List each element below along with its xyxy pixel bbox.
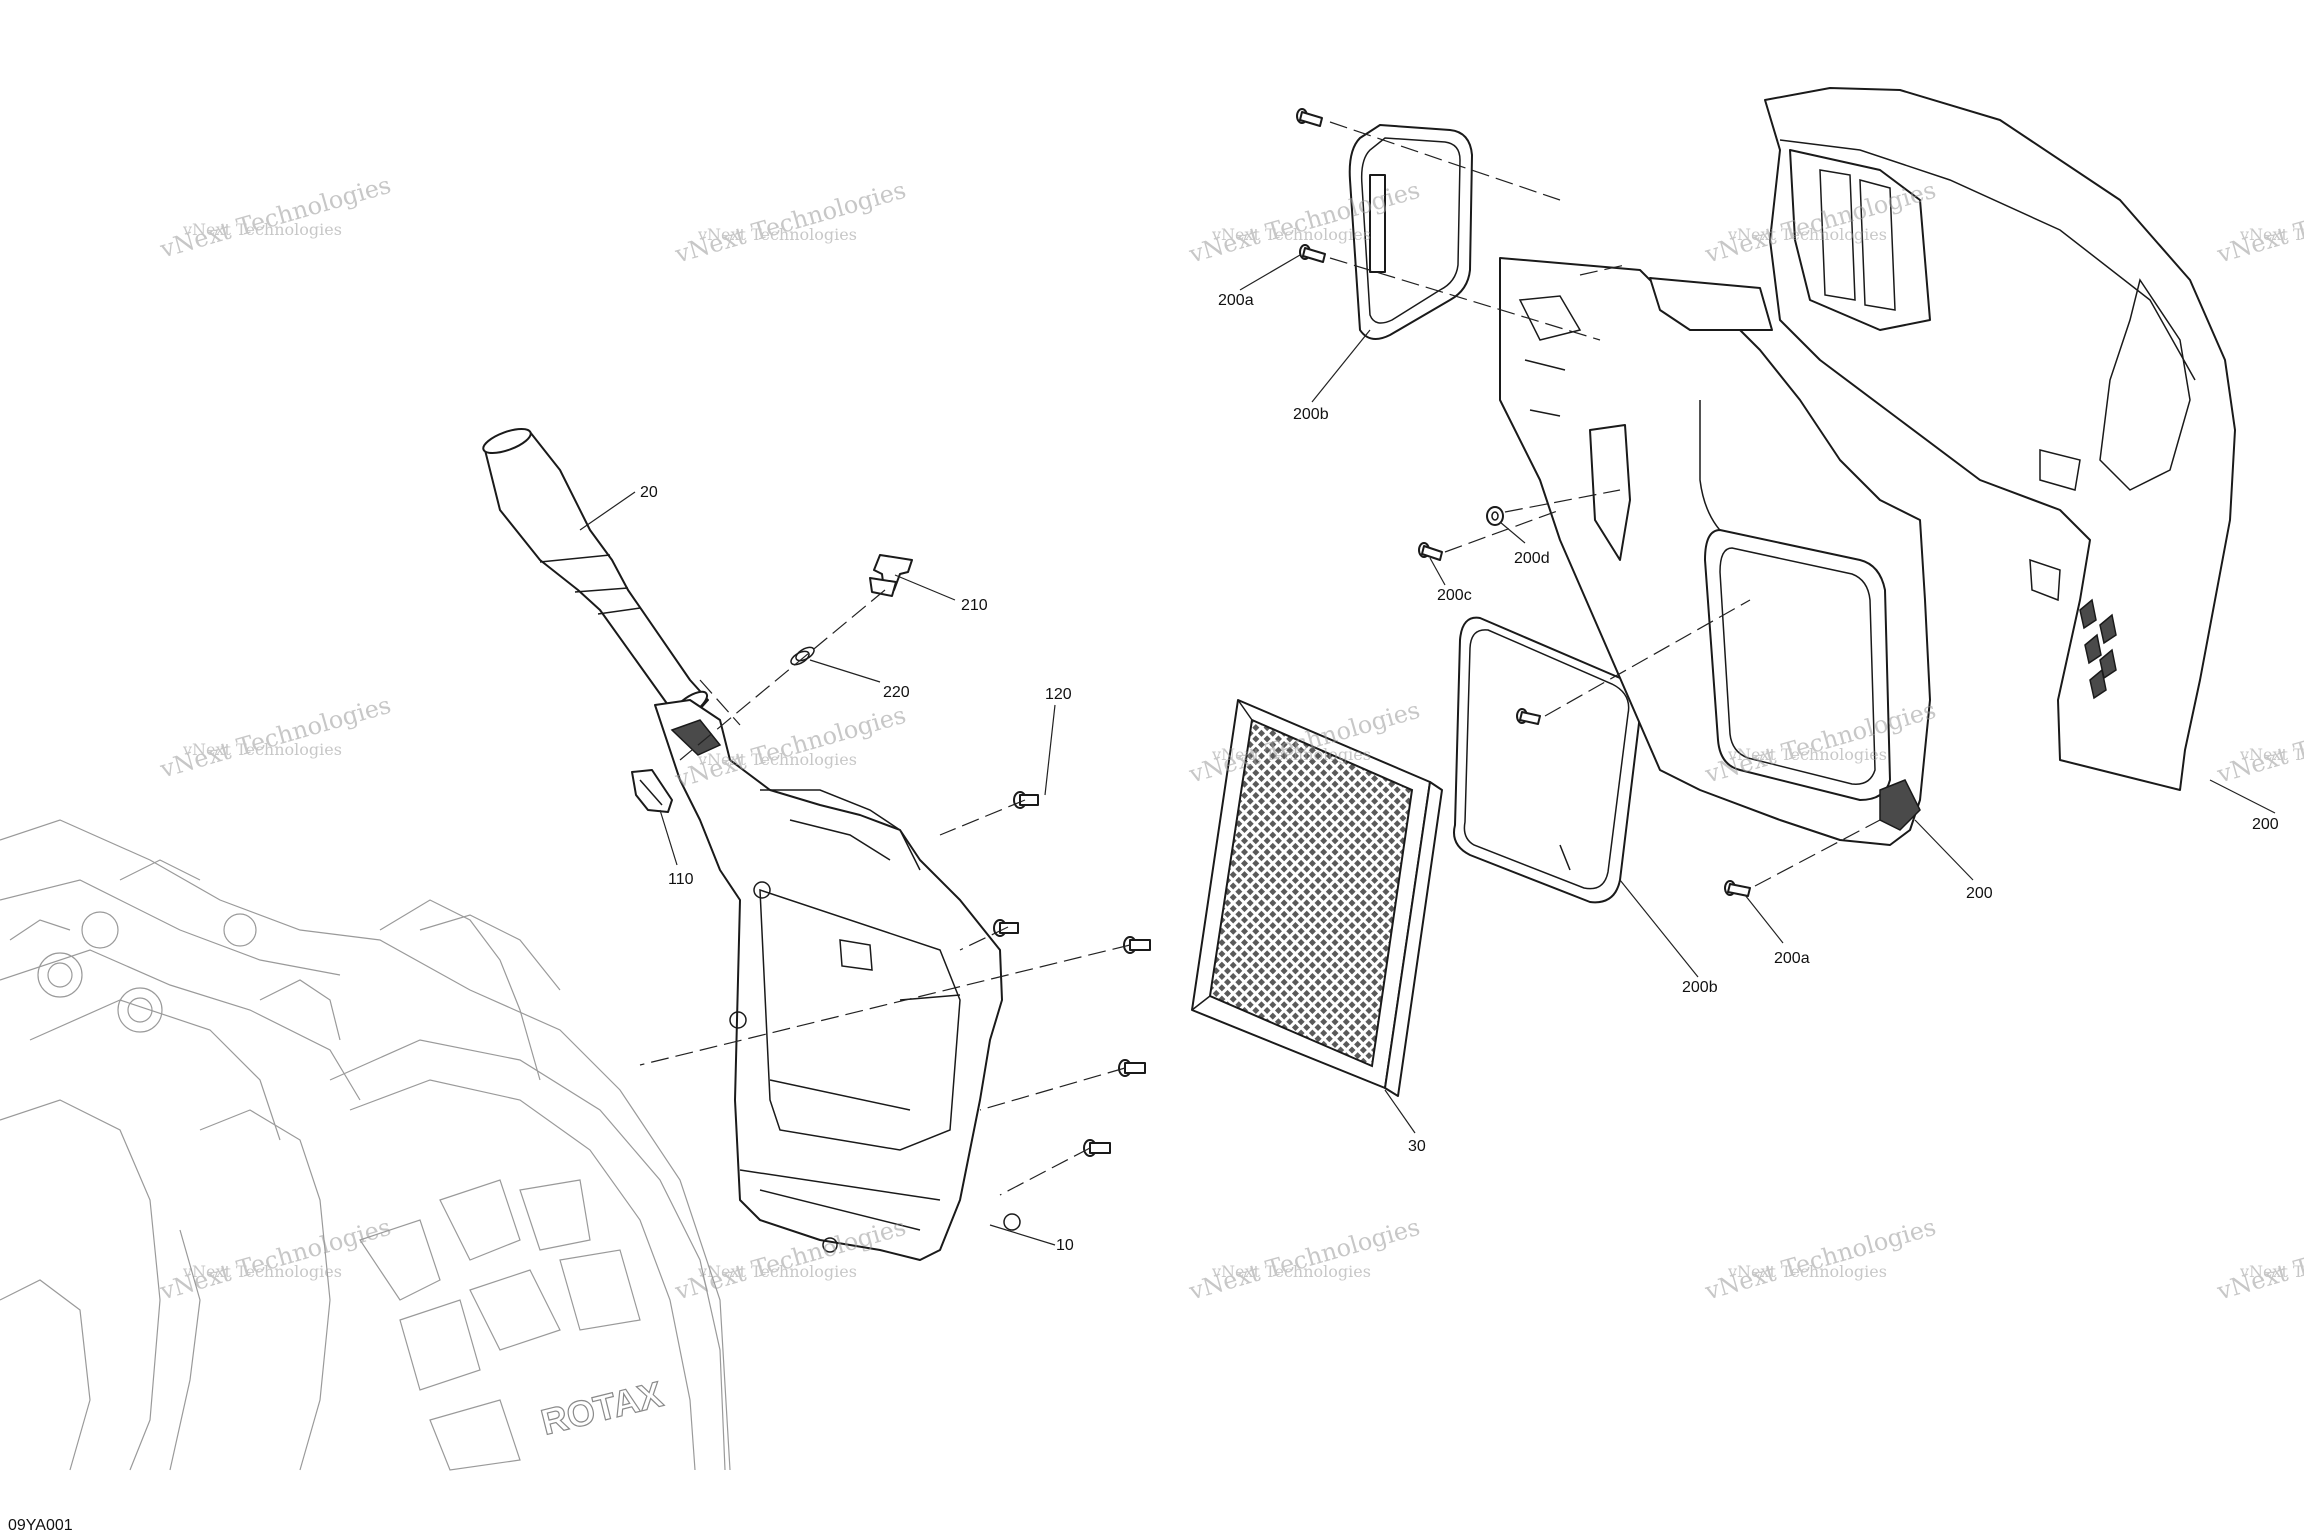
engine-logo-text: ROTAX	[537, 1373, 667, 1443]
figure-code: 09YA001	[8, 1517, 73, 1534]
seal-part	[869, 554, 913, 597]
screw-200a-bot-part	[1724, 880, 1751, 897]
washer-200d-part	[1486, 506, 1504, 526]
air-filter-housing-part	[1499, 257, 1931, 846]
callout-200-mid[interactable]: 200	[1966, 885, 1993, 902]
housing-fasteners	[1296, 108, 1751, 897]
clip-part	[631, 769, 673, 813]
screw-200a-low-part	[1516, 708, 1541, 725]
engine-assembly	[0, 819, 731, 1471]
screw-200a-mid-part	[1299, 244, 1326, 263]
air-filter-part	[1191, 699, 1443, 1097]
callout-20[interactable]: 20	[640, 484, 658, 501]
seal-200b-upper	[1348, 124, 1473, 340]
callout-110[interactable]: 110	[668, 871, 694, 888]
clamp-part	[790, 646, 815, 666]
callout-200a-top[interactable]: 200a	[1218, 292, 1254, 309]
screws-120	[993, 791, 1151, 1157]
callout-200b-bot[interactable]: 200b	[1682, 979, 1718, 996]
screw-200c-part	[1418, 542, 1443, 561]
leader-lines	[579, 254, 2276, 1246]
callout-200a-bot[interactable]: 200a	[1774, 950, 1810, 967]
callout-200-right[interactable]: 200	[2252, 816, 2279, 833]
screw-part	[1083, 1139, 1111, 1157]
callout-10[interactable]: 10	[1056, 1237, 1074, 1254]
housing-cover-part	[1764, 87, 2236, 791]
assembly-lines	[639, 121, 1881, 1196]
callout-200b-top[interactable]: 200b	[1293, 406, 1329, 423]
callout-220[interactable]: 220	[883, 684, 910, 701]
intake-hose-part	[482, 427, 709, 721]
screw-200a-top-part	[1296, 108, 1323, 127]
callout-200d[interactable]: 200d	[1514, 550, 1550, 567]
callout-30[interactable]: 30	[1408, 1138, 1426, 1155]
callout-210[interactable]: 210	[961, 597, 988, 614]
screw-part	[1013, 791, 1039, 809]
callout-200c[interactable]: 200c	[1437, 587, 1472, 604]
air-intake-silencer-part	[654, 699, 1021, 1261]
callout-120[interactable]: 120	[1045, 686, 1072, 703]
